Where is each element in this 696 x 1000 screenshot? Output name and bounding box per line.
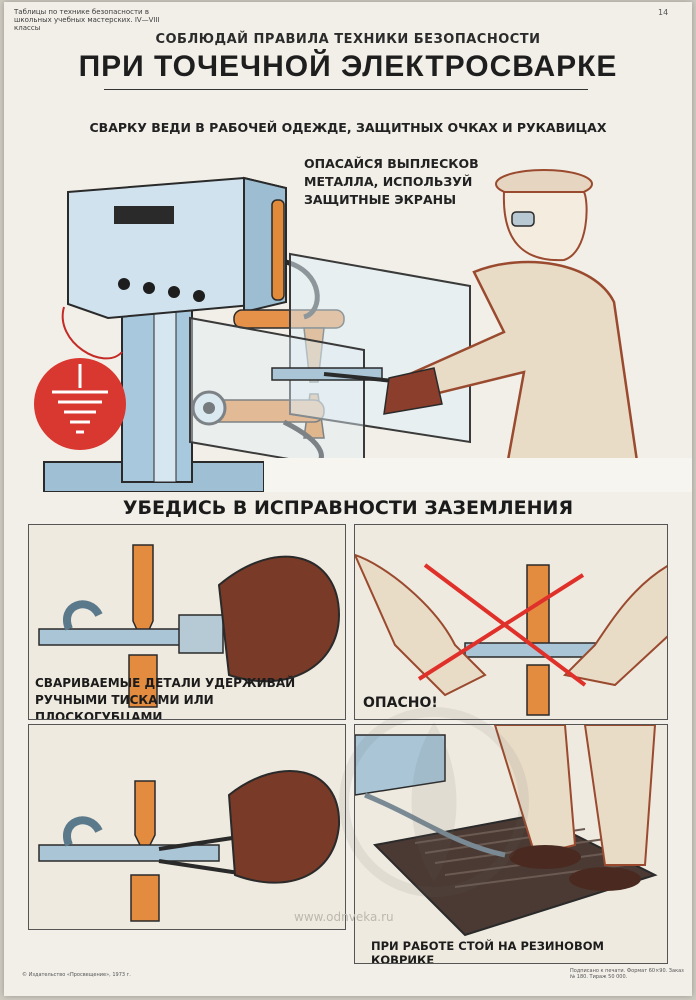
panel-pliers-illustration xyxy=(29,725,345,929)
series-note: Таблицы по технике безопасности в школьн… xyxy=(14,8,160,32)
footer-publisher-note: © Издательство «Просвещение», 1973 г. xyxy=(22,972,182,978)
footer-publisher-line: © Издательство «Просвещение», 1973 г. xyxy=(22,972,131,978)
panel-tongs-illustration xyxy=(29,525,345,719)
main-illustration xyxy=(34,169,692,492)
panel-pliers xyxy=(28,724,346,930)
danger-caption: ОПАСНО! xyxy=(363,695,438,711)
panel-dangerous-illustration xyxy=(355,525,667,719)
mat-caption: ПРИ РАБОТЕ СТОЙ НА РЕЗИНОВОМ КОВРИКЕ xyxy=(371,939,604,964)
page-number: 14 xyxy=(658,8,669,17)
rubber-mat xyxy=(372,813,658,937)
poster-subtitle: СОБЛЮДАЙ ПРАВИЛА ТЕХНИКИ БЕЗОПАСНОСТИ xyxy=(155,32,541,47)
clothing-instruction: СВАРКУ ВЕДИ В РАБОЧЕЙ ОДЕЖДЕ, ЗАЩИТНЫХ О… xyxy=(89,120,607,135)
spatter-warning-line-3: ЗАЩИТНЫЕ ЭКРАНЫ xyxy=(304,192,457,207)
tongs-caption-line-1: СВАРИВАЕМЫЕ ДЕТАЛИ УДЕРЖИВАЙ xyxy=(35,676,296,690)
spatter-warning-line-1: ОПАСАЙСЯ ВЫПЛЕСКОВ xyxy=(304,156,479,171)
spatter-warning: ОПАСАЙСЯ ВЫПЛЕСКОВ МЕТАЛЛА, ИСПОЛЬЗУЙ ЗА… xyxy=(304,155,494,209)
grounding-heading: УБЕДИСЬ В ИСПРАВНОСТИ ЗАЗЕМЛЕНИЯ xyxy=(122,497,574,519)
panel-dangerous: ОПАСНО! xyxy=(354,524,668,720)
watermark-url: www.odnveka.ru xyxy=(294,910,394,924)
title-divider xyxy=(104,89,588,90)
footer-print-note: Подписано к печати. Формат 60×90. Заказ … xyxy=(570,968,684,980)
footer-print-line: Подписано к печати. Формат 60×90. Заказ … xyxy=(570,968,684,980)
ground-sign xyxy=(34,358,126,450)
tongs-caption: СВАРИВАЕМЫЕ ДЕТАЛИ УДЕРЖИВАЙ РУЧНЫМИ ТИС… xyxy=(35,675,345,720)
spatter-warning-line-2: МЕТАЛЛА, ИСПОЛЬЗУЙ xyxy=(304,174,473,189)
poster: Таблицы по технике безопасности в школьн… xyxy=(4,2,692,996)
panel-rubber-mat: ПРИ РАБОТЕ СТОЙ НА РЕЗИНОВОМ КОВРИКЕ xyxy=(354,724,668,964)
panel-rubber-mat-illustration xyxy=(355,725,667,963)
panel-tongs: СВАРИВАЕМЫЕ ДЕТАЛИ УДЕРЖИВАЙ РУЧНЫМИ ТИС… xyxy=(28,524,346,720)
poster-title: ПРИ ТОЧЕЧНОЙ ЭЛЕКТРОСВАРКЕ xyxy=(78,50,618,83)
tongs-caption-line-2: РУЧНЫМИ ТИСКАМИ ИЛИ ПЛОСКОГУБЦАМИ xyxy=(35,693,214,720)
